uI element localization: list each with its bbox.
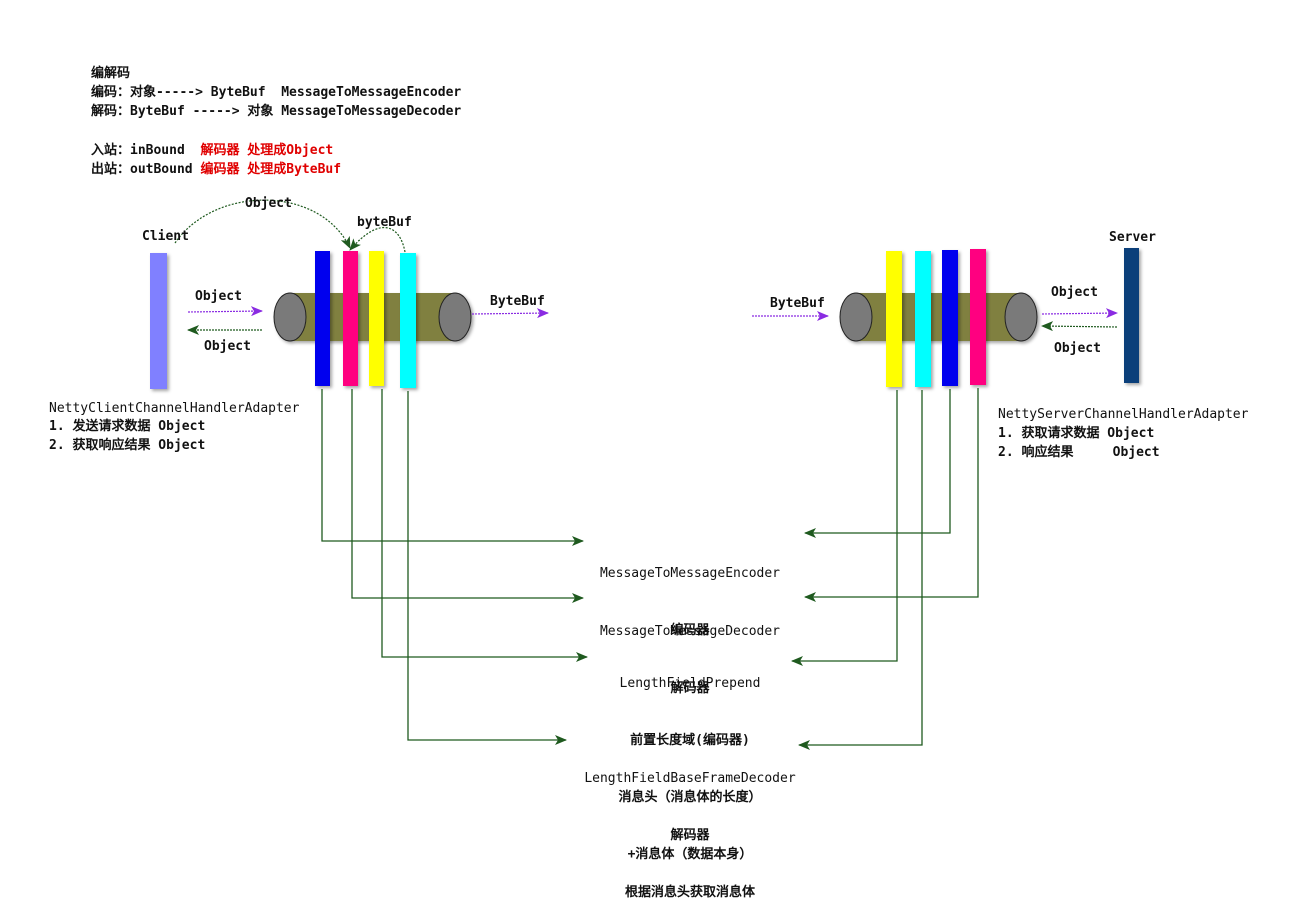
handler-name: LengthFieldPrepend	[619, 676, 761, 691]
inbound-highlight: 解码器 处理成Object	[200, 143, 334, 158]
handler-desc: 消息头（消息体的长度）	[618, 790, 762, 805]
handler-decoder: MessageToMessageDecoder 解码器	[540, 584, 840, 717]
object-arc-label: Object	[245, 196, 292, 211]
client-encoder-bar	[315, 251, 330, 386]
handler-name: MessageToMessageEncoder	[599, 566, 780, 581]
handler-desc: 编码器	[670, 623, 710, 638]
server-adapter-line1: 1. 获取请求数据 Object	[998, 426, 1155, 441]
client-decoder-bar	[343, 251, 358, 386]
server-out-label: Object	[1051, 285, 1098, 300]
header-inbound-line: 入站：inBound 解码器 处理成Object	[91, 141, 333, 160]
header-title: 编解码	[91, 66, 131, 81]
client-adapter-line1: 1. 发送请求数据 Object	[49, 419, 206, 434]
handler-desc: 前置长度域(编码器)	[630, 733, 750, 748]
server-prepend-bar	[886, 251, 902, 387]
bytebuf-arc	[349, 227, 406, 253]
client-pipe-out-arrow	[471, 308, 549, 319]
server-adapter-line2: 2. 响应结果 Object	[998, 445, 1160, 460]
outbound-highlight: 编码器 处理成ByteBuf	[200, 162, 342, 177]
handler-desc: 解码器	[670, 828, 710, 843]
handler-desc: 解码器	[670, 681, 710, 696]
server-label: Server	[1109, 230, 1156, 245]
diagram-canvas	[150, 199, 1139, 750]
inbound-prefix: 入站：inBound	[91, 143, 201, 158]
header-decode-line: 解码：ByteBuf -----> 对象 MessageToMessageDec…	[91, 104, 462, 119]
handler-encoder: MessageToMessageEncoder 编码器	[540, 526, 840, 659]
header-outbound-line: 出站：outBound 编码器 处理成ByteBuf	[91, 160, 341, 179]
client-adapter-title: NettyClientChannelHandlerAdapter	[49, 401, 300, 416]
outbound-prefix: 出站：outBound	[91, 162, 201, 177]
client-out-arrow	[187, 306, 263, 317]
handler-desc: 根据消息头获取消息体	[624, 885, 755, 900]
handler-frame-decoder: LengthFieldBaseFrameDecoder 解码器 根据消息头获取消…	[540, 731, 840, 921]
handler-name: LengthFieldBaseFrameDecoder	[584, 771, 796, 786]
bytebuf-arc-label: byteBuf	[357, 215, 412, 230]
connectors	[321, 388, 979, 750]
server-adapter-title: NettyServerChannelHandlerAdapter	[998, 407, 1249, 422]
server-out-arrow	[1041, 308, 1118, 319]
handler-name: MessageToMessageDecoder	[599, 624, 780, 639]
client-in-label: Object	[204, 339, 251, 354]
client-prepend-bar	[369, 251, 384, 386]
server-frame-decoder-bar	[915, 251, 931, 387]
server-bar	[1124, 248, 1139, 383]
object-arc	[174, 199, 351, 249]
server-encoder-bar	[942, 250, 958, 386]
client-out-label: Object	[195, 289, 242, 304]
server-pipe-in-label: ByteBuf	[770, 296, 825, 311]
server-pipe	[839, 292, 1038, 342]
server-in-arrow	[1041, 321, 1118, 332]
header-encode-line: 编码：对象-----> ByteBuf MessageToMessageEnco…	[91, 85, 462, 100]
server-decoder-bar	[970, 249, 986, 385]
client-frame-decoder-bar	[400, 253, 416, 388]
client-label: Client	[142, 229, 189, 244]
server-in-label: Object	[1054, 341, 1101, 356]
client-pipe-out-label: ByteBuf	[490, 294, 545, 309]
client-bar	[150, 253, 167, 389]
client-adapter-line2: 2. 获取响应结果 Object	[49, 438, 206, 453]
